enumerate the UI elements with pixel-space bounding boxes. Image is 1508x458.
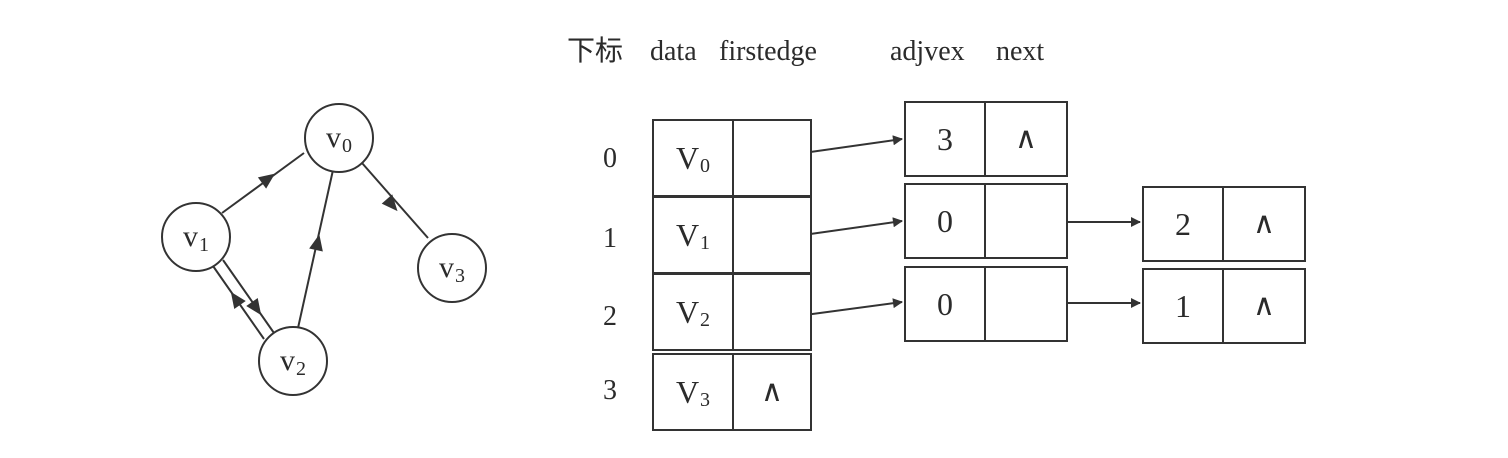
edge-node-2-adjvex: 2 <box>1142 186 1224 262</box>
node-v3-base: v <box>439 251 454 284</box>
edge-node-0-next: ∧ <box>984 101 1068 177</box>
firstedge-cell-3: ∧ <box>732 353 812 431</box>
edge-node-4-next: ∧ <box>1222 268 1306 344</box>
firstedge-cell-2 <box>732 273 812 351</box>
edge-node-1-next <box>984 183 1068 259</box>
vertex-0-sub: 0 <box>700 154 711 177</box>
row-index-1: 1 <box>603 223 617 254</box>
edge-node-4-next-value: ∧ <box>1253 288 1275 323</box>
arrowhead-v2-v0 <box>309 234 323 252</box>
vertex-1-sub: 1 <box>700 231 711 254</box>
edge-node-1-adjvex: 0 <box>904 183 986 259</box>
edge-node-3-adjvex-value: 0 <box>937 285 953 322</box>
edge-v1-v2 <box>222 259 275 334</box>
vertex-2-base: V <box>675 293 700 330</box>
node-v2-base: v <box>280 344 295 377</box>
vertex-1-base: V <box>675 216 700 253</box>
edge-node-0-adjvex-value: 3 <box>937 120 953 157</box>
edge-node-4-adjvex-value: 1 <box>1175 287 1191 324</box>
edge-v0-v3 <box>361 162 429 239</box>
edge-node-0-next-value: ∧ <box>1015 121 1037 156</box>
header-index-label: 下标 <box>567 36 624 67</box>
header-adjvex-label: adjvex <box>890 36 965 67</box>
node-v1-base: v <box>183 220 198 253</box>
arrowhead-v2-v1 <box>230 291 246 310</box>
vertex-0-base: V <box>675 139 700 176</box>
edge-node-3-adjvex: 0 <box>904 266 986 342</box>
firstedge-3-value: ∧ <box>761 374 783 409</box>
arrowhead-v0-v3 <box>381 194 398 212</box>
edge-node-4-adjvex: 1 <box>1142 268 1224 344</box>
header-data-label: data <box>650 36 697 67</box>
node-v3-sub: 3 <box>455 264 465 287</box>
edge-node-2-next: ∧ <box>1222 186 1306 262</box>
firstedge-cell-0 <box>732 119 812 197</box>
firstedge-cell-1 <box>732 196 812 274</box>
arrowhead-v1-v0 <box>257 173 275 189</box>
edge-node-0-adjvex: 3 <box>904 101 986 177</box>
row-index-3: 3 <box>603 375 617 406</box>
header-next-label: next <box>996 36 1045 67</box>
vertex-3-sub: 3 <box>700 388 711 411</box>
edge-node-1-adjvex-value: 0 <box>937 202 953 239</box>
row-index-0: 0 <box>603 143 617 174</box>
node-v0-sub: 0 <box>342 134 352 157</box>
node-v2-sub: 2 <box>296 357 306 380</box>
edge-node-2-next-value: ∧ <box>1253 206 1275 241</box>
vertex-3-base: V <box>675 373 700 410</box>
header-firstedge-label: firstedge <box>719 36 817 67</box>
edge-node-2-adjvex-value: 2 <box>1175 205 1191 242</box>
edge-node-3-next <box>984 266 1068 342</box>
arrowhead-v1-v2 <box>246 297 262 316</box>
node-v1-sub: 1 <box>199 233 209 256</box>
node-v0-base: v <box>326 121 341 154</box>
vertex-2-sub: 2 <box>700 308 711 331</box>
row-index-2: 2 <box>603 301 617 332</box>
